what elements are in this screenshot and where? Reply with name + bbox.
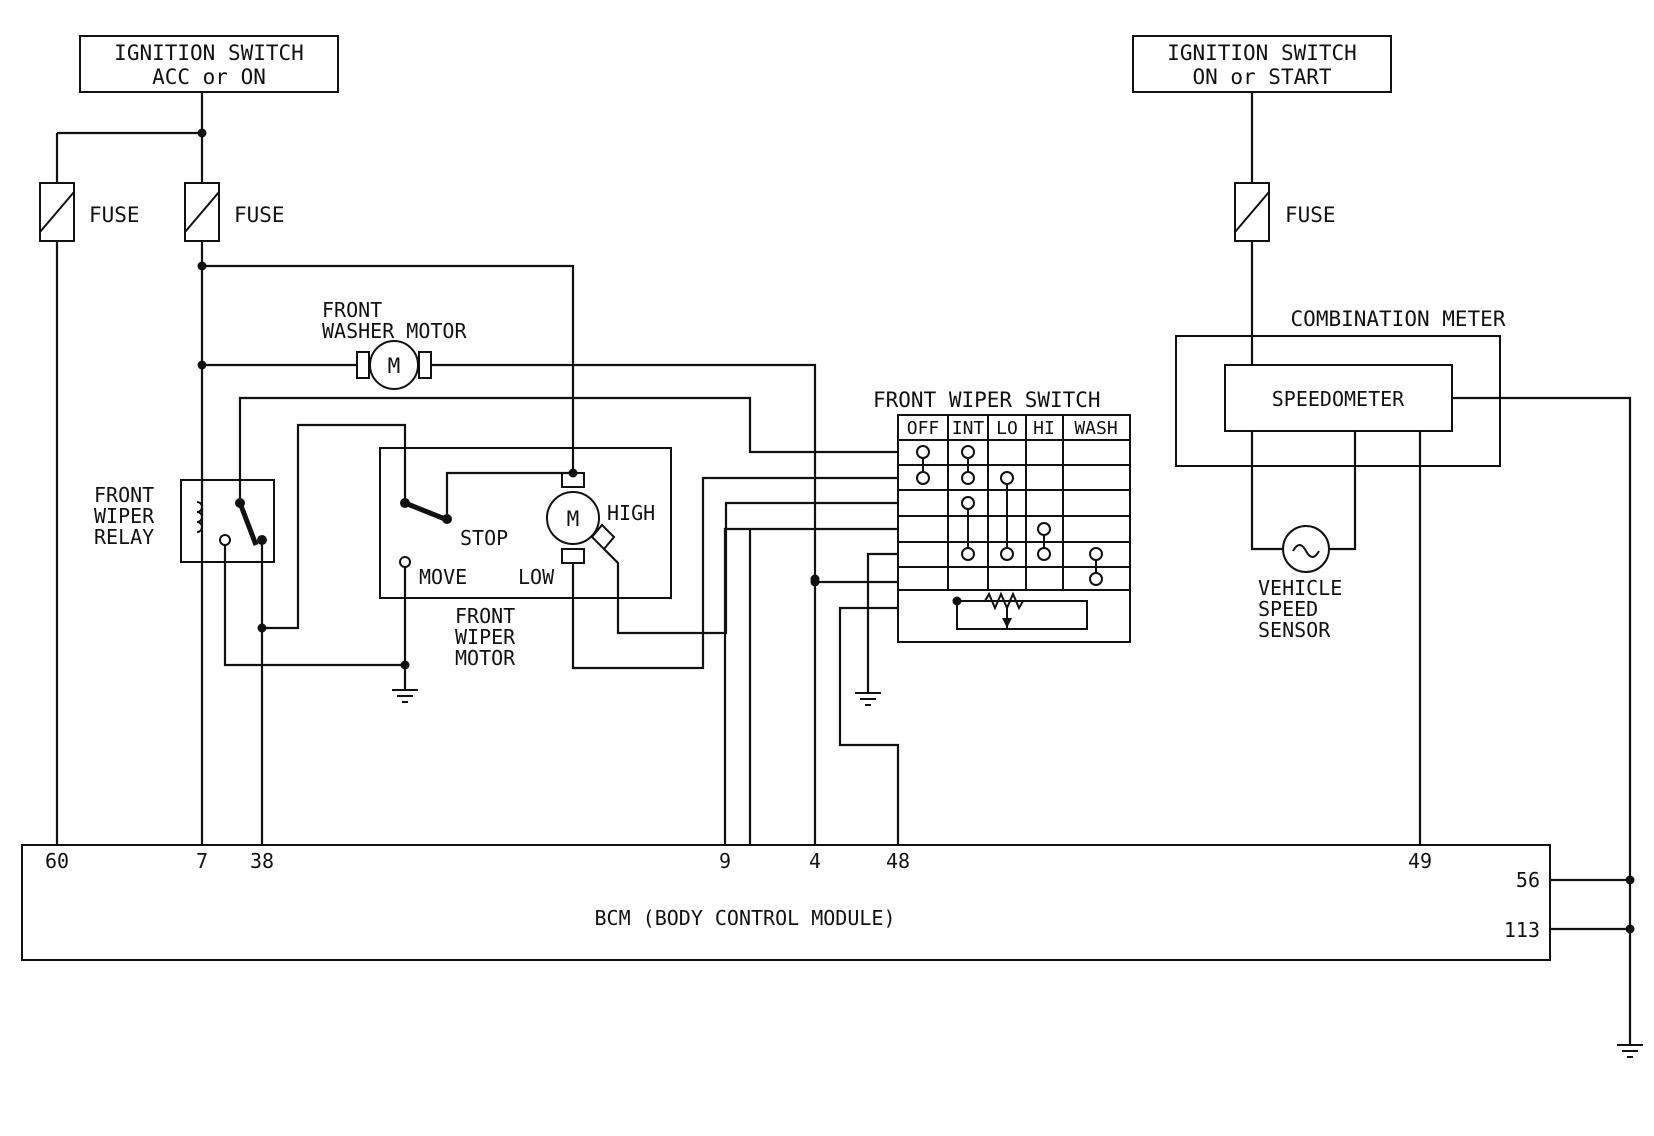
intermittent-resistor bbox=[952, 591, 1088, 630]
bcm-pin-49: 49 bbox=[1408, 849, 1432, 873]
bcm-signal-wiring bbox=[723, 527, 900, 845]
wiper-motor-label-line1: FRONT bbox=[455, 604, 515, 628]
speedometer-label: SPEEDOMETER bbox=[1272, 387, 1405, 411]
bcm-pin-9: 9 bbox=[719, 849, 731, 873]
bcm-pin-48: 48 bbox=[886, 849, 910, 873]
ground-icon bbox=[855, 692, 881, 706]
fuse-2-label: FUSE bbox=[234, 203, 285, 227]
front-wiper-motor: STOP MOVE M HIGH LOW FRONT WIPER MOTOR bbox=[379, 447, 898, 690]
combination-meter-title: COMBINATION METER bbox=[1291, 307, 1506, 331]
switch-contacts bbox=[916, 445, 1103, 586]
ignition-switch-start-label-line2: ON or START bbox=[1192, 65, 1331, 89]
front-wiper-relay: FRONT WIPER RELAY bbox=[94, 396, 898, 845]
wiper-relay-label-line3: RELAY bbox=[94, 525, 154, 549]
wiper-motor-stop-label: STOP bbox=[460, 526, 508, 550]
switch-position-lo: LO bbox=[996, 418, 1018, 439]
switch-position-wash: WASH bbox=[1074, 418, 1117, 439]
ignition-switch-start-label-line1: IGNITION SWITCH bbox=[1167, 41, 1357, 65]
bcm-module: BCM (BODY CONTROL MODULE) 60 7 38 9 4 48… bbox=[21, 844, 1635, 961]
wiper-motor-low-label: LOW bbox=[518, 565, 555, 589]
fuse-3-label: FUSE bbox=[1285, 203, 1336, 227]
bcm-pin-113: 113 bbox=[1504, 918, 1540, 942]
washer-motor-label-line2: WASHER MOTOR bbox=[322, 319, 467, 343]
wiper-motor-high-label: HIGH bbox=[607, 501, 655, 525]
ground-icon bbox=[1617, 1044, 1643, 1058]
vehicle-speed-sensor: VEHICLE SPEED SENSOR bbox=[1258, 525, 1342, 642]
bcm-label: BCM (BODY CONTROL MODULE) bbox=[594, 906, 895, 930]
wiper-relay-label-line1: FRONT bbox=[94, 483, 154, 507]
bcm-pin-7: 7 bbox=[196, 849, 208, 873]
ignition-switch-acc-on: IGNITION SWITCH ACC or ON bbox=[79, 35, 339, 93]
fuse-1: FUSE bbox=[39, 182, 140, 242]
speed-sensor-label-line3: SENSOR bbox=[1258, 618, 1331, 642]
wiper-switch-title: FRONT WIPER SWITCH bbox=[873, 388, 1101, 412]
front-wiper-switch: FRONT WIPER SWITCH OFF INT LO HI WASH bbox=[873, 388, 1131, 643]
switch-position-off: OFF bbox=[907, 418, 940, 439]
wiper-motor-label-line2: WIPER bbox=[455, 625, 516, 649]
bcm-pin-38: 38 bbox=[250, 849, 274, 873]
wiper-motor-label-line3: MOTOR bbox=[455, 646, 516, 670]
speed-sensor-label-line2: SPEED bbox=[1258, 597, 1318, 621]
ignition-switch-acc-label-line2: ACC or ON bbox=[152, 65, 266, 89]
bcm-pin-60: 60 bbox=[45, 849, 69, 873]
wiper-motor-move-label: MOVE bbox=[419, 565, 467, 589]
wiper-relay-label-line2: WIPER bbox=[94, 504, 155, 528]
fuse-2: FUSE bbox=[184, 182, 285, 242]
combination-meter: COMBINATION METER SPEEDOMETER bbox=[1175, 307, 1632, 1045]
washer-motor-label-line1: FRONT bbox=[322, 298, 382, 322]
bcm-pin-4: 4 bbox=[809, 849, 821, 873]
wiper-motor-symbol: M bbox=[567, 507, 580, 531]
fuse-3: FUSE bbox=[1234, 92, 1336, 365]
switch-position-hi: HI bbox=[1033, 418, 1055, 439]
ignition-switch-acc-label-line1: IGNITION SWITCH bbox=[114, 41, 304, 65]
left-power-wiring bbox=[55, 92, 575, 845]
bcm-pin-56: 56 bbox=[1516, 868, 1540, 892]
washer-motor-symbol: M bbox=[388, 354, 401, 378]
fuse-1-label: FUSE bbox=[89, 203, 140, 227]
switch-position-int: INT bbox=[952, 418, 985, 439]
ground-icon bbox=[392, 689, 418, 703]
speed-sensor-label-line1: VEHICLE bbox=[1258, 576, 1342, 600]
ignition-switch-on-start: IGNITION SWITCH ON or START bbox=[1132, 35, 1392, 93]
